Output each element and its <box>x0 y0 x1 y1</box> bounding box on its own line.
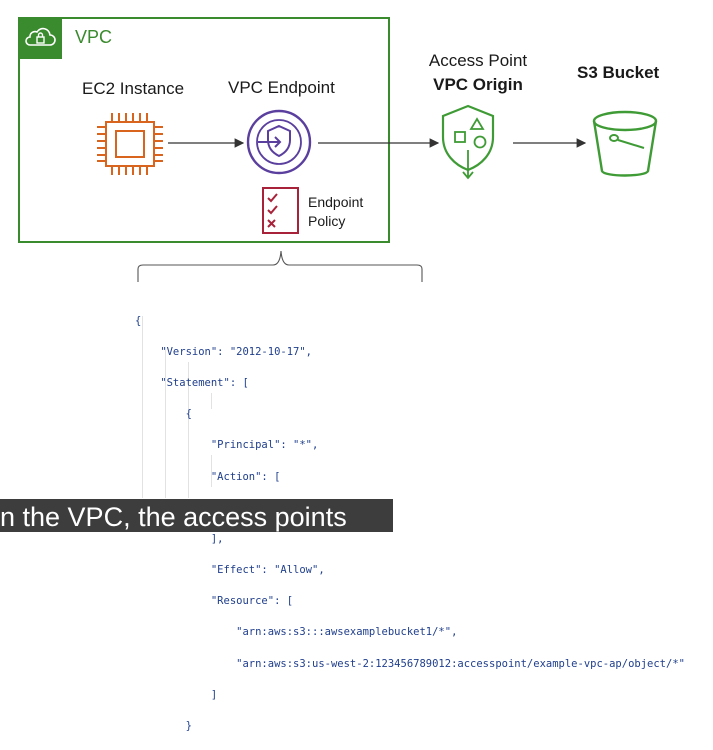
code-line: "Effect": "Allow", <box>135 564 325 577</box>
indent-guide <box>142 316 143 498</box>
code-line: "Principal": "*", <box>135 439 319 452</box>
indent-guide <box>188 362 189 498</box>
vpc-badge <box>18 17 62 59</box>
code-line: "arn:aws:s3:us-west-2:123456789012:acces… <box>135 657 685 670</box>
code-line: { <box>135 314 142 327</box>
code-line: ], <box>135 532 224 545</box>
vpc-label: VPC <box>75 27 113 47</box>
ec2-instance-label: EC2 Instance <box>82 79 185 98</box>
vpc-origin-label: VPC Origin <box>433 75 523 94</box>
access-point-label: Access Point <box>428 51 528 70</box>
code-line: } <box>135 720 192 733</box>
policy-brace <box>137 250 423 282</box>
code-line: "Version": "2012-10-17", <box>135 345 313 358</box>
ec2-chip-icon <box>97 113 163 175</box>
indent-guide <box>211 455 212 487</box>
code-line: "arn:aws:s3:::awsexamplebucket1/*", <box>135 626 458 639</box>
vpc-endpoint-icon <box>246 109 312 175</box>
code-line: { <box>135 408 192 421</box>
vpc-container <box>18 17 390 243</box>
code-line: ] <box>135 688 218 701</box>
code-line: "Statement": [ <box>135 376 249 389</box>
indent-guide <box>165 347 166 498</box>
endpoint-policy-icon <box>262 187 299 234</box>
diagram-graphics <box>97 104 658 282</box>
endpoint-policy-label-line1: Endpoint <box>308 194 364 210</box>
code-line: "Action": [ <box>135 470 281 483</box>
s3-bucket-icon <box>592 110 658 177</box>
vpc-endpoint-label: VPC Endpoint <box>228 78 335 97</box>
cloud-lock-icon <box>25 27 56 46</box>
s3-bucket-label: S3 Bucket <box>577 63 660 82</box>
code-line: "Resource": [ <box>135 595 294 608</box>
subtitle-caption: n the VPC, the access points <box>0 499 393 532</box>
endpoint-policy-label-line2: Policy <box>308 213 346 229</box>
access-point-shield-icon <box>441 104 495 180</box>
indent-guide <box>211 393 212 409</box>
